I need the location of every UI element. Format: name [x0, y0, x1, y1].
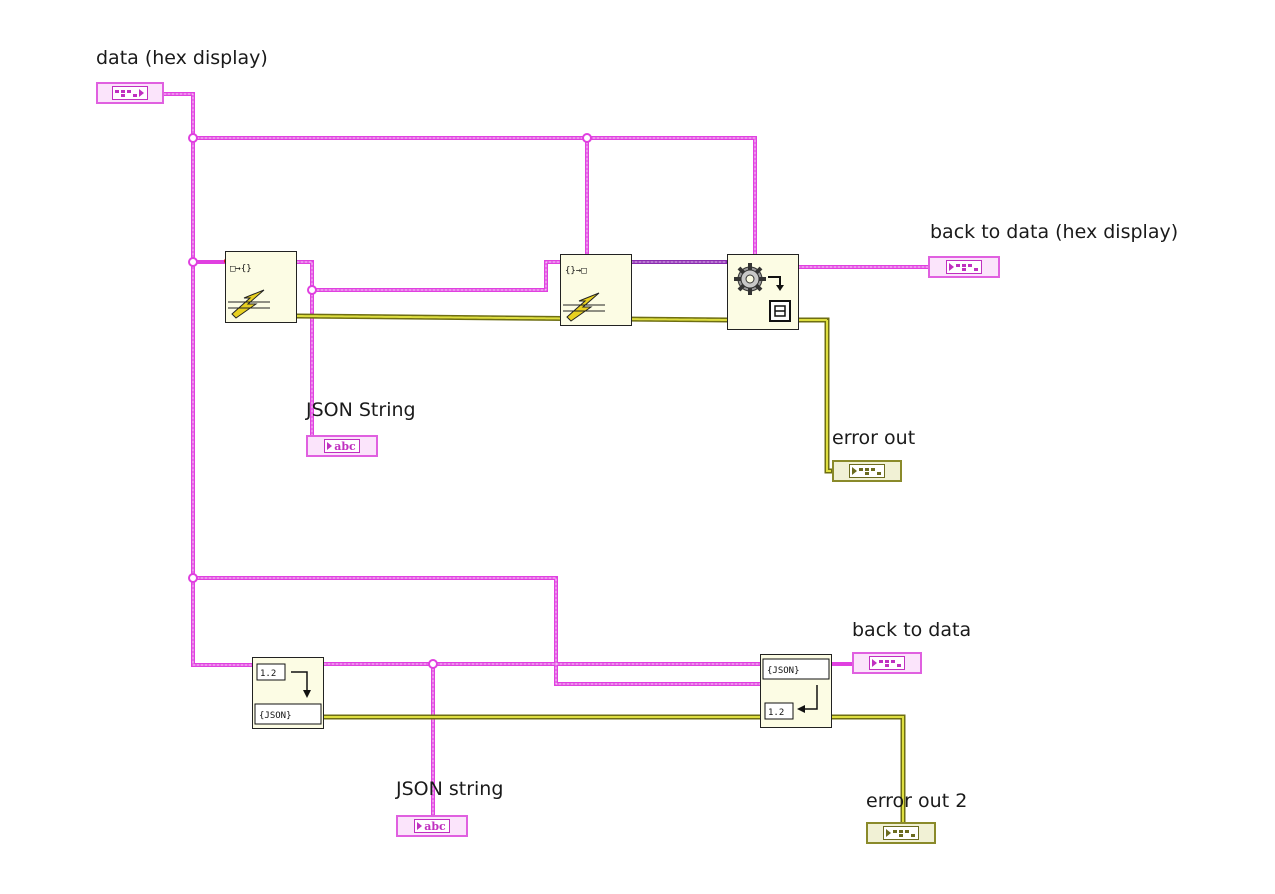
json-tag: {JSON} — [259, 711, 292, 721]
error-out-2-indicator[interactable] — [866, 822, 936, 844]
error-out-label: error out — [832, 427, 916, 449]
cluster-indicator-icon — [879, 659, 901, 667]
error-out-2-label: error out 2 — [866, 790, 968, 812]
arrow-icon — [768, 276, 781, 287]
parse-json-node[interactable]: {JSON} 1.2 — [760, 654, 832, 728]
arrow-icon — [291, 671, 308, 694]
error-cluster-icon — [893, 829, 915, 837]
lightning-icon — [228, 289, 270, 319]
json-string-indicator[interactable]: abc — [306, 435, 378, 457]
back-to-data-hex-indicator[interactable] — [928, 256, 1000, 278]
arrow-icon — [139, 89, 144, 97]
arrow-icon — [417, 822, 423, 830]
arrow-icon — [886, 829, 891, 837]
error-wires — [294, 313, 906, 825]
wire-junctions — [188, 133, 592, 669]
arrow-icon — [803, 685, 818, 710]
unflatten-from-json-node[interactable]: {}→□ — [560, 254, 632, 326]
back-to-data-hex-label: back to data (hex display) — [930, 221, 1179, 243]
flatten-to-json-node[interactable]: □→{} — [225, 251, 297, 323]
string-indicator-icon: abc — [424, 819, 446, 833]
arrow-icon — [872, 659, 877, 667]
json-string-label: JSON String — [306, 399, 416, 421]
data-hex-control[interactable] — [96, 82, 164, 104]
unflatten-glyph: {}→□ — [565, 266, 587, 276]
number-tag: 1.2 — [768, 708, 784, 718]
json-string-2-indicator[interactable]: abc — [396, 815, 468, 837]
cluster-indicator-icon — [956, 263, 978, 271]
error-out-indicator[interactable] — [832, 460, 902, 482]
flatten-glyph: □→{} — [230, 264, 252, 274]
number-tag: 1.2 — [260, 669, 276, 679]
variant-to-data-node[interactable] — [727, 254, 799, 330]
data-hex-label: data (hex display) — [96, 47, 268, 69]
arrow-icon — [852, 467, 857, 475]
gear-icon — [734, 263, 766, 295]
back-to-data-label: back to data — [852, 619, 972, 641]
arrow-icon — [949, 263, 954, 271]
cluster-control-icon — [115, 89, 137, 97]
json-tag: {JSON} — [767, 666, 800, 676]
json-string-2-label: JSON string — [396, 778, 504, 800]
back-to-data-indicator[interactable] — [852, 652, 922, 674]
error-cluster-icon — [859, 467, 881, 475]
serialize-json-node[interactable]: 1.2 {JSON} — [252, 657, 324, 729]
string-indicator-icon: abc — [334, 439, 356, 453]
arrow-icon — [327, 442, 333, 450]
lightning-icon — [563, 292, 605, 322]
